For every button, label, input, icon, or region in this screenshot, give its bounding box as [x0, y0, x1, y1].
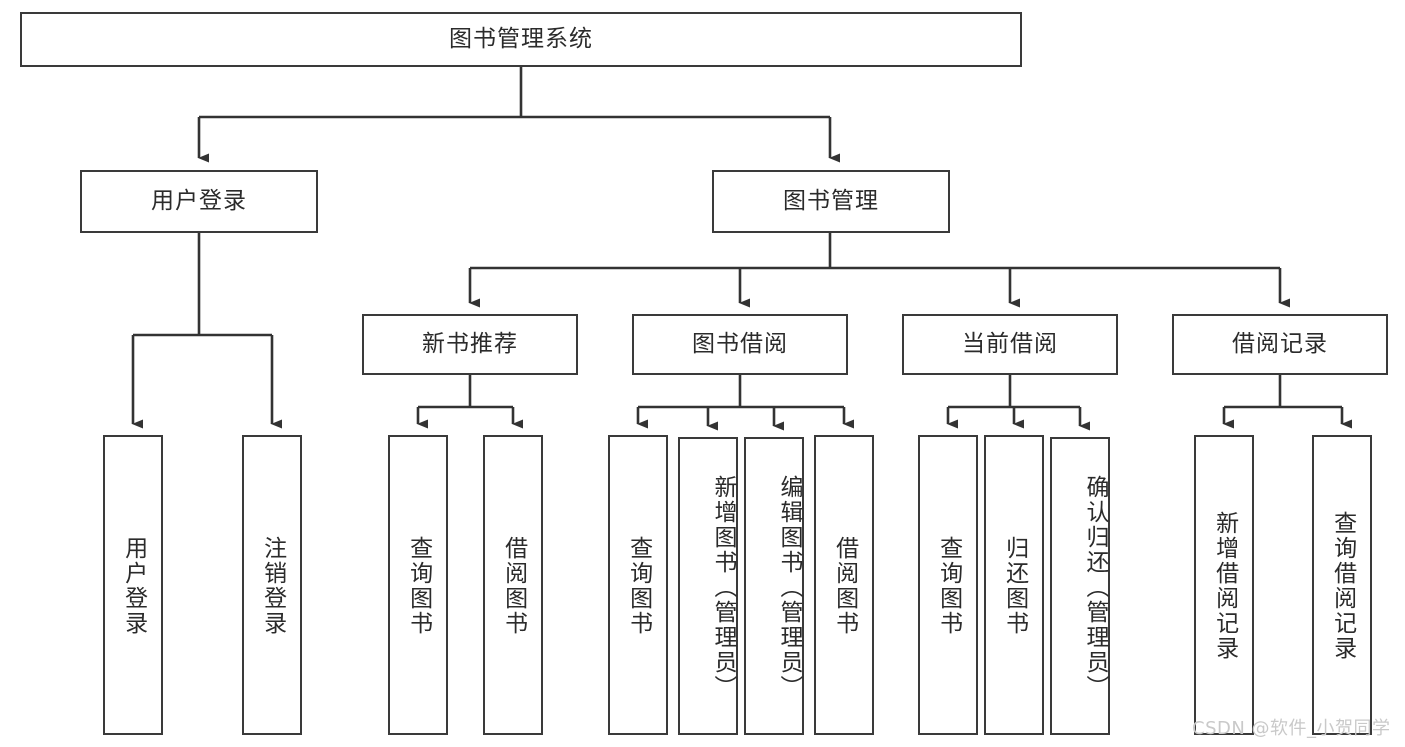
node-label: 查询图书	[625, 536, 652, 636]
node-leaf-borrow-book-borrow[interactable]: 借阅图书	[814, 435, 874, 735]
node-label: 借阅图书	[500, 536, 527, 636]
node-leaf-return-book[interactable]: 归还图书	[984, 435, 1044, 735]
node-leaf-add-book-admin[interactable]: 新增图书（管理员）	[678, 437, 738, 735]
node-label: 编辑图书（管理员）	[776, 475, 802, 700]
node-label: 用户登录	[151, 187, 247, 214]
node-label: 新增图书（管理员）	[710, 475, 736, 700]
node-leaf-query-borrow-record[interactable]: 查询借阅记录	[1312, 435, 1372, 735]
node-current-borrowing[interactable]: 当前借阅	[902, 314, 1118, 375]
node-leaf-query-book-recommend[interactable]: 查询图书	[388, 435, 448, 735]
node-leaf-query-book-current[interactable]: 查询图书	[918, 435, 978, 735]
node-leaf-add-borrow-record[interactable]: 新增借阅记录	[1194, 435, 1254, 735]
node-borrowing-record[interactable]: 借阅记录	[1172, 314, 1388, 375]
watermark: CSDN @软件_小贺同学	[1192, 718, 1391, 739]
node-book-management[interactable]: 图书管理	[712, 170, 950, 233]
node-label: 归还图书	[1001, 536, 1028, 636]
node-book-borrowing[interactable]: 图书借阅	[632, 314, 848, 375]
node-label: 借阅记录	[1232, 330, 1328, 357]
node-label: 注销登录	[259, 536, 286, 636]
node-leaf-logout[interactable]: 注销登录	[242, 435, 302, 735]
node-leaf-borrow-book-recommend[interactable]: 借阅图书	[483, 435, 543, 735]
node-label: 查询借阅记录	[1329, 511, 1356, 661]
node-leaf-query-book-borrow[interactable]: 查询图书	[608, 435, 668, 735]
node-label: 当前借阅	[962, 330, 1058, 357]
node-label: 查询图书	[935, 536, 962, 636]
node-label: 新书推荐	[422, 330, 518, 357]
node-root-book-management-system[interactable]: 图书管理系统	[20, 12, 1022, 67]
node-label: 确认归还（管理员）	[1082, 475, 1108, 700]
node-leaf-user-login[interactable]: 用户登录	[103, 435, 163, 735]
node-label: 图书借阅	[692, 330, 788, 357]
node-label: 借阅图书	[831, 536, 858, 636]
node-leaf-confirm-return-admin[interactable]: 确认归还（管理员）	[1050, 437, 1110, 735]
node-leaf-edit-book-admin[interactable]: 编辑图书（管理员）	[744, 437, 804, 735]
node-new-book-recommendation[interactable]: 新书推荐	[362, 314, 578, 375]
node-label: 用户登录	[120, 536, 147, 636]
node-label: 新增借阅记录	[1211, 511, 1238, 661]
node-label: 图书管理	[783, 187, 879, 214]
node-label: 查询图书	[405, 536, 432, 636]
node-user-login[interactable]: 用户登录	[80, 170, 318, 233]
node-label: 图书管理系统	[449, 25, 593, 52]
